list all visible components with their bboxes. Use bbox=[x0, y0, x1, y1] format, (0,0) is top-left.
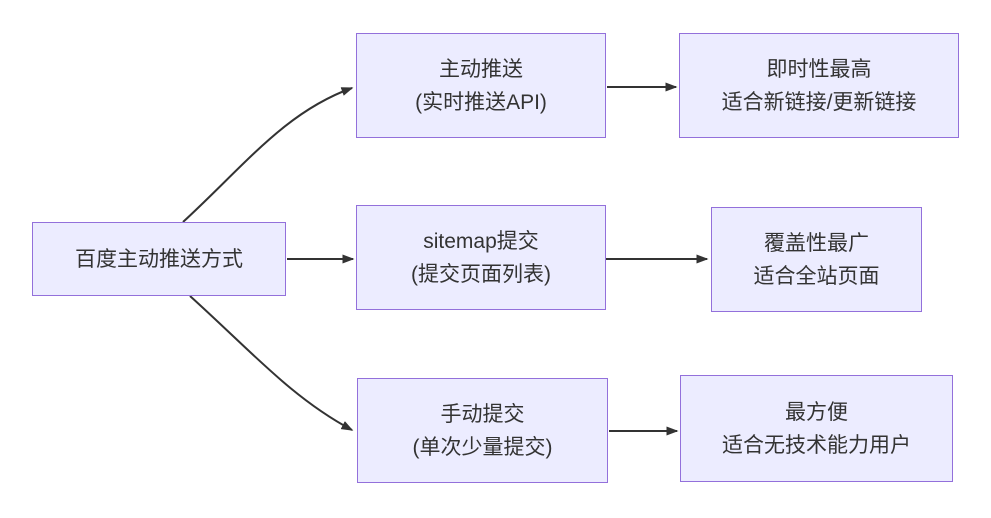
node-push-result: 即时性最高 适合新链接/更新链接 bbox=[679, 33, 959, 138]
node-root: 百度主动推送方式 bbox=[32, 222, 286, 296]
node-sitemap-result-sublabel: 适合全站页面 bbox=[753, 264, 880, 288]
node-push-result-sublabel: 适合新链接/更新链接 bbox=[721, 90, 917, 114]
node-manual-result-sublabel: 适合无技术能力用户 bbox=[722, 433, 911, 457]
edge-root-to-push bbox=[182, 87, 354, 223]
node-root-label: 百度主动推送方式 bbox=[75, 247, 243, 271]
node-sitemap-sublabel: (提交页面列表) bbox=[411, 262, 551, 286]
node-sitemap: sitemap提交 (提交页面列表) bbox=[356, 205, 606, 310]
node-sitemap-label: sitemap提交 bbox=[423, 229, 539, 253]
node-sitemap-result: 覆盖性最广 适合全站页面 bbox=[711, 207, 922, 312]
node-push: 主动推送 (实时推送API) bbox=[356, 33, 606, 138]
node-push-sublabel: (实时推送API) bbox=[415, 90, 547, 114]
node-manual-result: 最方便 适合无技术能力用户 bbox=[680, 375, 953, 482]
node-manual-sublabel: (单次少量提交) bbox=[412, 435, 553, 459]
node-manual-result-label: 最方便 bbox=[785, 400, 848, 424]
node-manual: 手动提交 (单次少量提交) bbox=[357, 378, 608, 483]
node-sitemap-result-label: 覆盖性最广 bbox=[764, 231, 869, 255]
node-push-result-label: 即时性最高 bbox=[766, 57, 872, 81]
node-manual-label: 手动提交 bbox=[440, 402, 525, 426]
edge-root-to-manual bbox=[189, 295, 354, 431]
node-push-label: 主动推送 bbox=[439, 57, 523, 81]
